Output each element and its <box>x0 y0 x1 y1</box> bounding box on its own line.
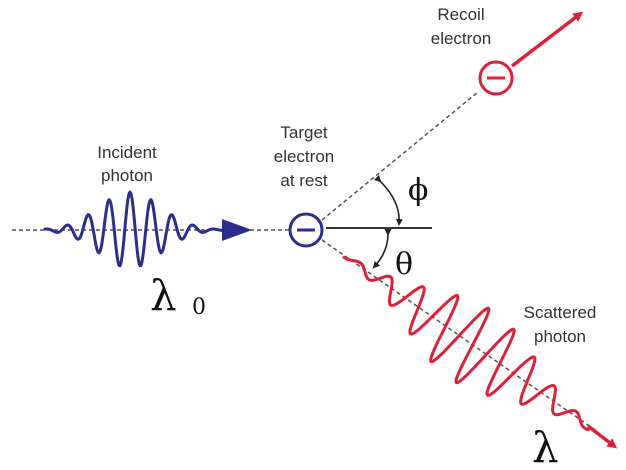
target-label-line1: Target <box>280 123 328 142</box>
incident-photon-wave <box>43 190 232 268</box>
recoil-path-line <box>321 91 479 221</box>
target-label-line3: at rest <box>280 171 328 190</box>
recoil-arrow <box>510 11 584 68</box>
lambda0-symbol: λ 0 <box>150 271 206 320</box>
phi-angle-arc <box>373 174 403 226</box>
theta-angle-arc <box>372 228 392 269</box>
recoil-label-line1: Recoil <box>437 5 484 24</box>
target-label-line2: electron <box>274 147 334 166</box>
lambda0-subscript: 0 <box>192 295 206 320</box>
scattered-arrow <box>586 424 618 449</box>
scattered-photon-wave <box>342 255 590 432</box>
incident-label-line2: photon <box>101 166 153 185</box>
phi-symbol: ϕ <box>408 173 428 208</box>
recoil-electron <box>478 60 514 96</box>
recoil-label-line2: electron <box>431 29 491 48</box>
incident-label-line1: Incident <box>97 143 157 162</box>
scattered-label-line1: Scattered <box>524 303 597 322</box>
lambda-symbol: λ <box>532 423 559 470</box>
theta-symbol: θ <box>395 247 413 282</box>
lambda0-letter: λ <box>150 271 177 320</box>
scattered-label-line2: photon <box>534 327 586 346</box>
target-electron <box>288 212 324 248</box>
incident-arrowhead <box>222 219 252 241</box>
